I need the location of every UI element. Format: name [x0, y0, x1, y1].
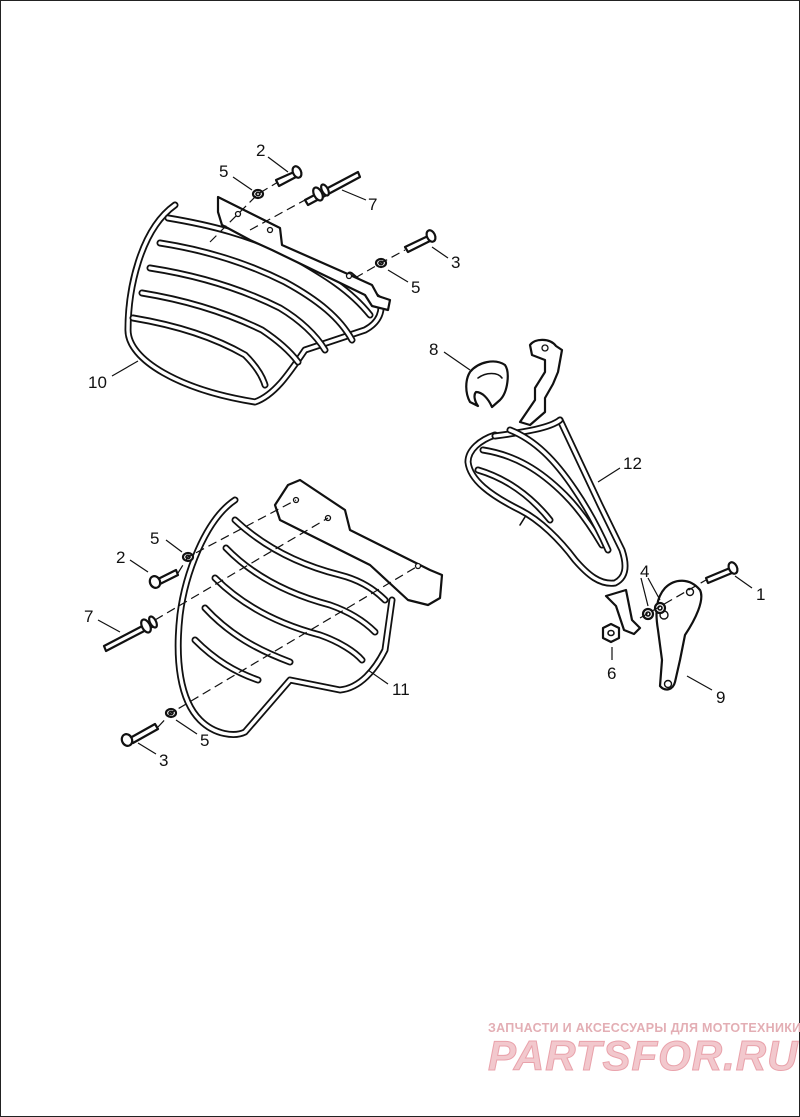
callout-7: 7 [84, 607, 93, 626]
callout-3: 3 [451, 253, 460, 272]
callout-12: 12 [623, 454, 642, 473]
lower-hardware [102, 499, 419, 747]
callout-8: 8 [429, 340, 438, 359]
part-9-bracket [655, 579, 703, 691]
part-10-guard [124, 195, 392, 406]
callout-9: 9 [716, 688, 725, 707]
callout-1: 1 [756, 585, 765, 604]
callout-10: 10 [88, 373, 107, 392]
callout-3: 3 [159, 751, 168, 770]
callout-2: 2 [116, 548, 125, 567]
part-12-guard [464, 338, 642, 636]
callout-5: 5 [219, 162, 228, 181]
watermark-tagline: ЗАПЧАСТИ И АКСЕССУАРЫ ДЛЯ МОТОТЕХНИКИ [488, 1021, 800, 1035]
callout-2: 2 [256, 141, 265, 160]
callout-11: 11 [392, 680, 410, 699]
callout-6: 6 [607, 664, 616, 683]
callouts: 2 5 7 3 5 10 8 12 5 2 7 11 5 3 4 6 1 9 [84, 141, 765, 770]
part-11-guard [174, 478, 444, 738]
callout-4: 4 [640, 562, 649, 581]
callout-5: 5 [411, 278, 420, 297]
watermark-brand: PARTSFOR.RU [487, 1032, 799, 1080]
callout-5: 5 [200, 731, 209, 750]
callout-7: 7 [368, 195, 377, 214]
right-hardware [601, 561, 739, 644]
leader-lines [97, 156, 753, 755]
callout-5: 5 [150, 529, 159, 548]
upper-hardware [209, 165, 437, 279]
part-8-clamp [465, 360, 509, 409]
